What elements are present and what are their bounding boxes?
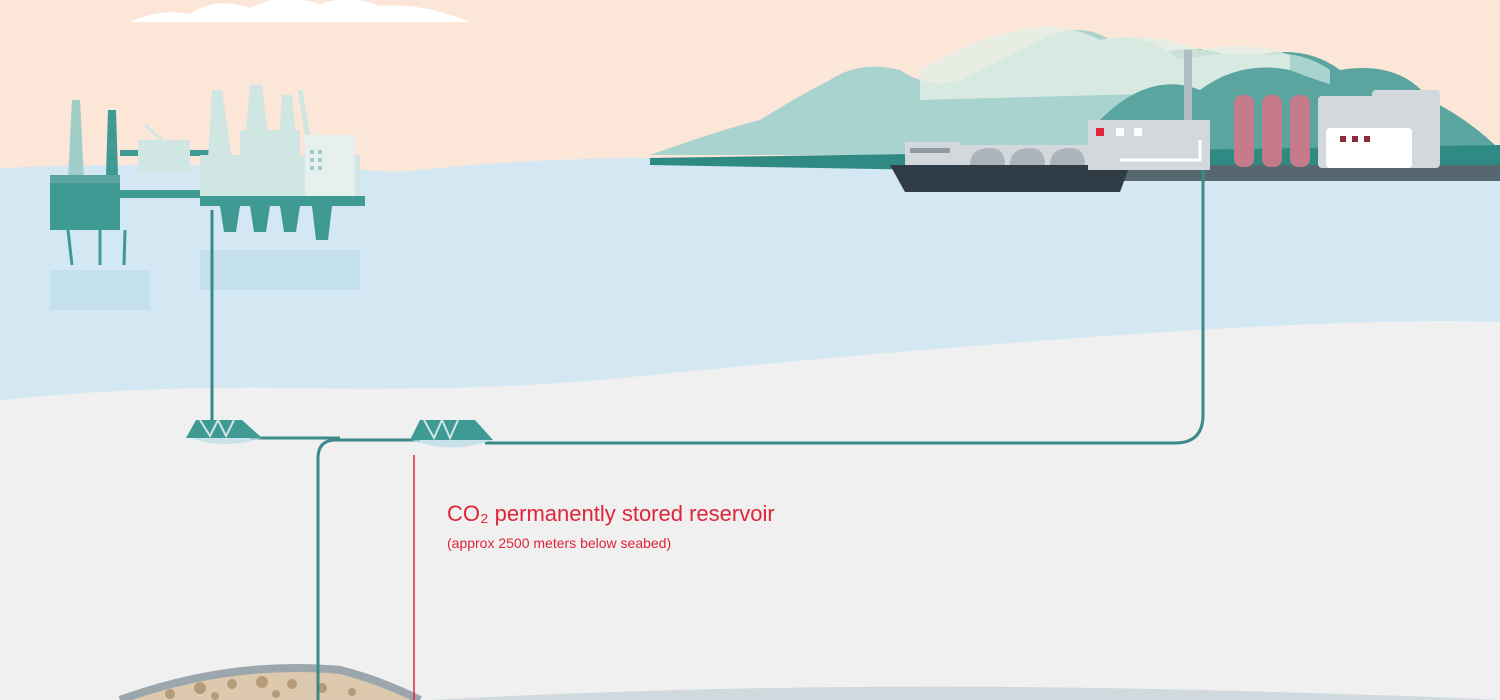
terminal-plant-icon [1088, 50, 1440, 170]
reservoir-icon [118, 664, 1500, 700]
seabed [0, 321, 1500, 700]
lng-ship-icon [890, 142, 1130, 192]
subsea-template-icon [186, 417, 262, 444]
annotation-subtitle: (approx 2500 meters below seabed) [447, 535, 672, 551]
platform-reflection [50, 250, 360, 310]
quay [1120, 165, 1500, 181]
pipeline [210, 170, 1205, 700]
annotation-title: CO₂ permanently stored reservoir [447, 501, 775, 526]
offshore-platform-icon [50, 85, 365, 266]
subsea-template-icon [410, 417, 493, 448]
cloud-icon [130, 0, 470, 22]
